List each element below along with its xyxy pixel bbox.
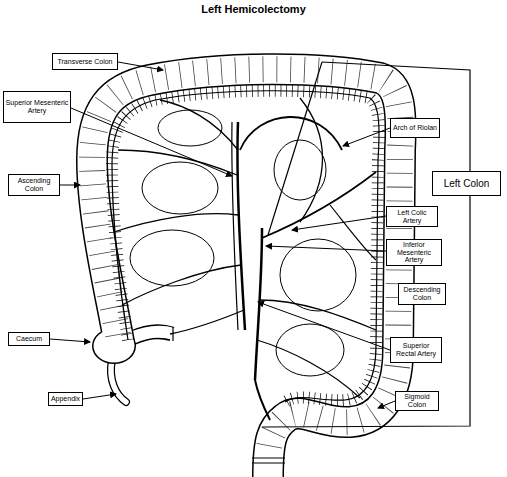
arcade-loop — [280, 239, 356, 311]
label-text-group: Superior Mesenteric Artery — [5, 99, 69, 114]
label-box: Left Colon — [432, 171, 501, 196]
leader-line — [83, 394, 116, 399]
label-text-group: Descending Colon — [400, 286, 444, 301]
appendix-outline — [111, 360, 126, 402]
arcade-loop — [276, 324, 344, 376]
haustra — [92, 69, 401, 448]
right-colic-branch — [114, 214, 238, 232]
label-text: Ascending Colon — [10, 177, 58, 192]
diagram-title: Left Hemicolectomy — [0, 3, 507, 15]
label-text: Left Colic Artery — [388, 209, 436, 224]
leader-line — [50, 339, 90, 342]
vasa-recta — [112, 91, 379, 402]
label-text-group: Ascending Colon — [10, 177, 58, 192]
leader-lines — [50, 62, 415, 408]
rectum-band — [252, 458, 285, 459]
caecum-fill — [94, 330, 135, 363]
label-box: Descending Colon — [398, 283, 446, 305]
leader-line — [266, 246, 386, 251]
smv-trunk — [232, 122, 238, 330]
label-box: Left Colic Artery — [386, 206, 438, 227]
label-box: Superior Rectal Artery — [390, 337, 442, 363]
mesenteric-vessels — [112, 91, 379, 420]
appendix-fill — [111, 360, 126, 402]
resection-line — [268, 62, 322, 235]
label-text-group: Appendix — [51, 395, 80, 403]
arcade-loop — [158, 110, 222, 146]
label-text: Left Colon — [444, 178, 490, 189]
label-text: Inferior Mesenteric Artery — [388, 241, 440, 264]
label-box: Sigmoid Colon — [395, 391, 439, 411]
leader-line — [60, 185, 80, 186]
marginal-artery — [112, 91, 379, 402]
ascending-branch — [300, 98, 323, 222]
label-text: Descending Colon — [400, 286, 444, 301]
ileum-fill — [132, 332, 174, 338]
label-text: Sigmoid Colon — [397, 393, 437, 408]
leader-line — [378, 401, 395, 408]
label-text-group: Sigmoid Colon — [397, 393, 437, 408]
sigmoid-branch — [257, 340, 360, 398]
label-text-group: Left Colic Artery — [388, 209, 436, 224]
colon-fill — [92, 69, 401, 477]
label-box: Superior Mesenteric Artery — [3, 91, 71, 123]
label-text: Caecum — [16, 335, 42, 343]
leader-line — [258, 302, 390, 350]
label-text-group: Left Colon — [444, 178, 490, 189]
label-text-group: Caecum — [16, 335, 42, 343]
ima-trunk — [255, 228, 262, 380]
label-box: Inferior Mesenteric Artery — [386, 239, 442, 266]
resection-bracket — [262, 62, 470, 427]
bracket-line — [262, 62, 470, 427]
ileal-branch — [170, 310, 244, 334]
label-text-group: Superior Rectal Artery — [392, 342, 440, 357]
label-box: Transverse Colon — [52, 53, 118, 70]
label-text: Appendix — [51, 395, 80, 403]
leader-line — [292, 216, 386, 230]
label-text: Transverse Colon — [58, 58, 113, 66]
label-text-group: Inferior Mesenteric Artery — [388, 241, 440, 264]
label-text: Arch of Riolan — [393, 124, 437, 132]
colon-outline — [92, 69, 401, 477]
colon-tube — [92, 69, 401, 477]
superior-rectal-artery — [255, 380, 270, 420]
arcade-loop — [142, 162, 218, 214]
arcade-loop — [130, 230, 214, 286]
label-text-group: Arch of Riolan — [393, 124, 437, 132]
descending-branch — [330, 205, 376, 260]
label-text: Superior Rectal Artery — [392, 342, 440, 357]
arch-of-riolan — [240, 117, 342, 150]
rectum-band — [252, 463, 285, 464]
label-box: Caecum — [8, 332, 50, 346]
label-text-group: Transverse Colon — [58, 58, 113, 66]
leader-line — [343, 128, 390, 146]
label-box: Ascending Colon — [8, 174, 60, 196]
label-box: Arch of Riolan — [390, 118, 440, 138]
sigmoid-branch — [259, 300, 376, 330]
leader-line — [71, 108, 232, 176]
sma-trunk — [237, 122, 245, 330]
leader-line — [118, 62, 163, 70]
label-box: Appendix — [48, 392, 83, 406]
label-text: Superior Mesenteric Artery — [5, 99, 69, 114]
